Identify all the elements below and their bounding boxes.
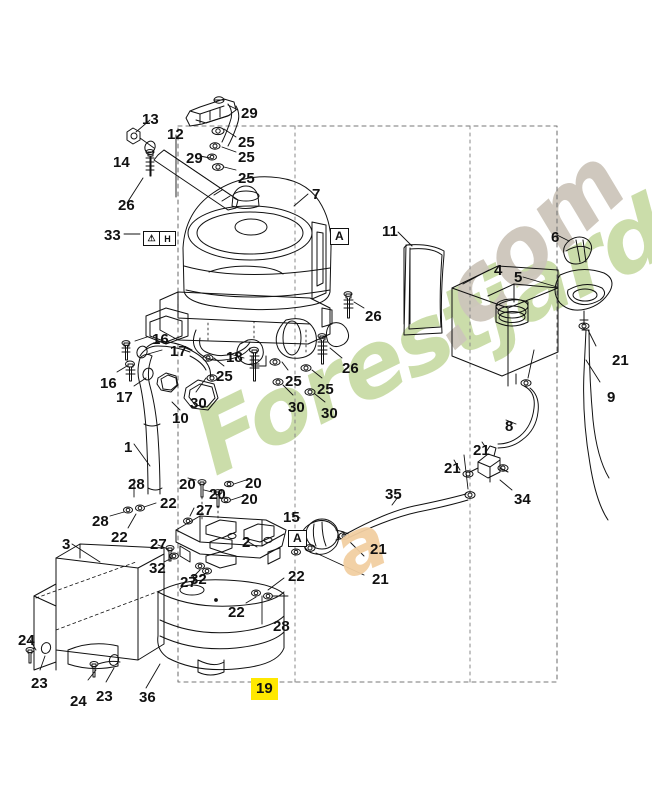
callout-18: 18 [226, 349, 243, 366]
manual-h-icon: H [159, 232, 175, 245]
callout-35: 35 [385, 486, 402, 503]
callout-28c: 28 [273, 618, 290, 635]
callout-34: 34 [514, 491, 531, 508]
callout-30a: 30 [190, 395, 207, 412]
callout-22c: 22 [288, 568, 305, 585]
callout-29b: 29 [186, 150, 203, 167]
callout-29a: 29 [241, 105, 258, 122]
callout-3: 3 [62, 536, 71, 553]
reference-symbol-a-upper: A [330, 228, 349, 245]
callout-25b: 25 [238, 149, 255, 166]
warning-triangle-icon: ⚠ [147, 233, 156, 243]
callout-21c: 21 [444, 460, 461, 477]
callout-17a: 17 [170, 343, 187, 360]
callout-26b: 26 [365, 308, 382, 325]
callout-36: 36 [139, 689, 156, 706]
callout-20d: 20 [241, 491, 258, 508]
callout-16a: 16 [152, 331, 169, 348]
group-badge-19[interactable]: 19 [251, 678, 278, 700]
callout-32a: 32 [149, 560, 166, 577]
warning-label-symbol: ⚠ H [143, 231, 176, 246]
callout-13: 13 [142, 111, 159, 128]
callout-21a: 21 [612, 352, 629, 369]
callout-27b: 27 [150, 536, 167, 553]
callout-26a: 26 [118, 197, 135, 214]
callout-22b: 22 [111, 529, 128, 546]
callout-25f: 25 [317, 381, 334, 398]
callout-7: 7 [312, 186, 321, 203]
callout-1: 1 [124, 439, 133, 456]
callout-20b: 20 [245, 475, 262, 492]
callout-21d: 21 [370, 541, 387, 558]
callout-6: 6 [551, 229, 560, 246]
callout-27c: 27 [180, 574, 197, 591]
callout-30c: 30 [321, 405, 338, 422]
callout-25d: 25 [216, 368, 233, 385]
callout-22a: 22 [160, 495, 177, 512]
callout-25a: 25 [238, 134, 255, 151]
callout-27a: 27 [196, 502, 213, 519]
callout-24b: 24 [70, 693, 87, 710]
callout-12: 12 [167, 126, 184, 143]
callout-4: 4 [494, 262, 503, 279]
callout-10: 10 [172, 410, 189, 427]
callout-33: 33 [104, 227, 121, 244]
callout-25e: 25 [285, 373, 302, 390]
callout-21e: 21 [372, 571, 389, 588]
callout-23a: 23 [31, 675, 48, 692]
callout-28b: 28 [92, 513, 109, 530]
callout-5: 5 [514, 269, 523, 286]
callout-22d: 22 [228, 604, 245, 621]
callout-32b: 32 [190, 571, 207, 588]
callout-11: 11 [382, 223, 398, 240]
callout-20c: 20 [209, 486, 226, 503]
callout-17b: 17 [116, 389, 133, 406]
callout-24a: 24 [18, 632, 35, 649]
callout-20a: 20 [179, 476, 196, 493]
callout-8: 8 [505, 418, 514, 435]
callout-2: 2 [242, 534, 251, 551]
reference-symbol-a-lower: A [288, 530, 307, 547]
callout-16b: 16 [100, 375, 117, 392]
callout-14: 14 [113, 154, 130, 171]
callout-28a: 28 [128, 476, 145, 493]
callout-26c: 26 [342, 360, 359, 377]
callout-30b: 30 [288, 399, 305, 416]
callout-9: 9 [607, 389, 616, 406]
callout-21b: 21 [473, 442, 490, 459]
callout-23b: 23 [96, 688, 113, 705]
callout-15: 15 [283, 509, 300, 526]
callout-25c: 25 [238, 170, 255, 187]
